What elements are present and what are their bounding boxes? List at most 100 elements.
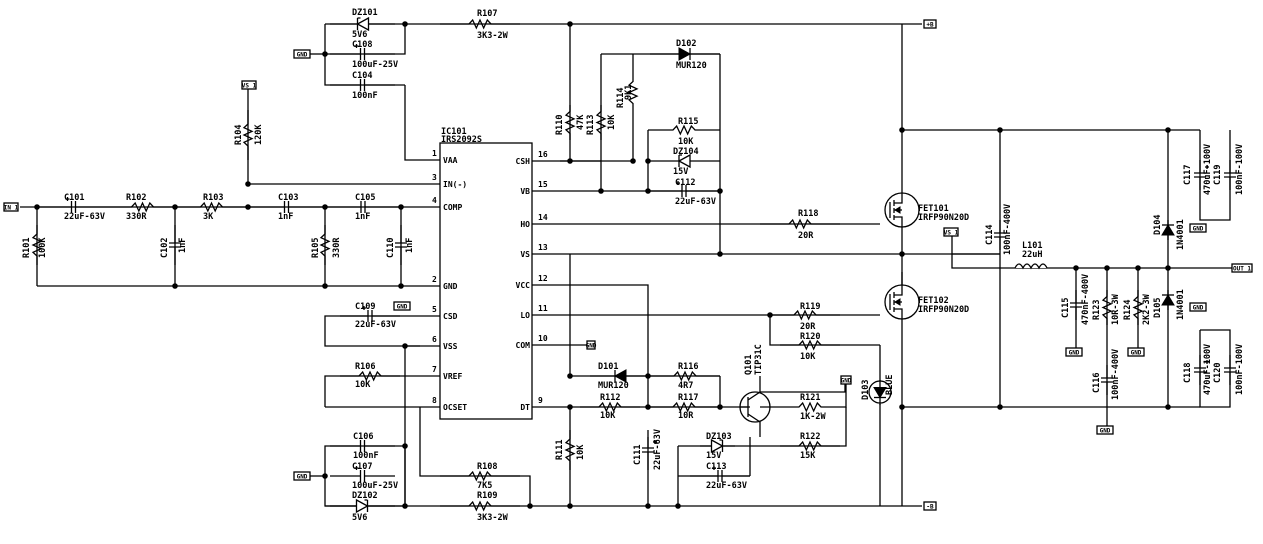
r123-ref: R123 (1092, 300, 1102, 320)
gnd-label: GND (297, 52, 308, 59)
c110 (395, 225, 407, 265)
pin-number: 13 (538, 243, 548, 252)
c103-ref: C103 (278, 193, 298, 203)
pin-number: 12 (538, 274, 548, 283)
c104 (330, 79, 395, 91)
port-com (586, 340, 596, 350)
gnd-ic (393, 301, 411, 311)
c102-ref: C102 (160, 238, 170, 258)
r123 (1101, 290, 1113, 325)
pin-number: 5 (432, 305, 437, 314)
c117-ref: C117 (1183, 165, 1193, 185)
gnd-label: GND (397, 304, 408, 311)
dz103 (710, 438, 724, 454)
r105-value: 330R (332, 237, 342, 258)
q101-value: TIP31C (754, 344, 764, 375)
vaa-wire (404, 85, 420, 161)
r118 (760, 218, 840, 230)
d104-ref: D104 (1153, 215, 1163, 235)
fet101-value: IRFP90N20D (918, 213, 969, 223)
r104 (242, 110, 254, 160)
junction-dot (1165, 127, 1171, 133)
gnd-label: GND (1100, 428, 1111, 435)
r120-ref: R120 (800, 332, 820, 342)
junction-dot (402, 343, 408, 349)
dz104 (677, 153, 691, 169)
vss-line (404, 345, 420, 506)
r120-value: 10K (800, 352, 816, 362)
r124-ref: R124 (1123, 300, 1133, 320)
c112-value: 22uF-63V (675, 197, 716, 207)
c120 (1224, 355, 1236, 385)
q101-leads (740, 376, 761, 437)
c101-value: 22uF-63V (64, 212, 105, 222)
c116-ref: C116 (1092, 373, 1102, 393)
d105 (1161, 294, 1175, 306)
junction-dot (899, 404, 905, 410)
pin-name: VB (520, 187, 530, 196)
r102 (110, 201, 175, 213)
pin-number: 11 (538, 304, 548, 313)
c117 (1194, 160, 1206, 190)
r109 (440, 500, 520, 512)
pin-name: VSS (443, 342, 458, 351)
dz104-ref: DZ104 (673, 147, 699, 157)
r124 (1132, 290, 1144, 325)
pin-name: LO (520, 311, 530, 320)
c116 (1101, 365, 1113, 395)
junction-dot (675, 503, 681, 509)
c112-ref: C112 (675, 178, 695, 188)
r115 (648, 124, 720, 136)
dz101-bar (356, 17, 361, 30)
r105 (319, 225, 331, 265)
c111-plus (653, 440, 657, 444)
pin-number: 2 (432, 275, 437, 284)
junction-dot (402, 21, 408, 27)
dz103-value: 15V (706, 451, 721, 461)
c119-ref: C119 (1213, 165, 1223, 185)
c114 (994, 220, 1006, 250)
pin-number: 16 (538, 150, 548, 159)
c113-ref: C113 (706, 462, 726, 472)
junction-dot (1165, 265, 1171, 271)
gnd-c117 (1189, 223, 1207, 233)
c108-plus (354, 44, 359, 48)
port-vs-1-b (943, 227, 959, 237)
gnd-c116 (1096, 425, 1114, 435)
r102-ref: R102 (126, 193, 146, 203)
fet102-body (889, 272, 903, 332)
gnd-label: GND (1069, 350, 1080, 357)
junction-dot (1165, 404, 1171, 410)
r113-value: 10K (607, 114, 617, 130)
r112-ref: R112 (600, 393, 620, 403)
vref-line (324, 375, 420, 407)
r114-value: 9K1 (624, 85, 634, 100)
pin-name: VAA (443, 156, 458, 165)
c120-value: 100nF-100V (1235, 344, 1245, 395)
c115 (1070, 290, 1082, 320)
r110-value: 47K (576, 114, 586, 130)
fet101-body (889, 180, 903, 240)
r119 (770, 309, 840, 321)
fet101-ref: FET101 (918, 204, 949, 214)
r108-ref: R108 (477, 462, 497, 472)
d102-value: MUR120 (676, 61, 707, 71)
pin-number: 3 (432, 173, 437, 182)
c112 (648, 185, 720, 197)
d105-value: 1N4001 (1176, 289, 1186, 320)
c108-ref: C108 (352, 40, 372, 50)
junction-dot (322, 473, 328, 479)
r123-value: 10R-3W (1111, 293, 1121, 325)
pin-name: IN(-) (443, 180, 467, 189)
c109-ref: C109 (355, 302, 375, 312)
l101-ref: L101 (1022, 241, 1042, 251)
dz101-ref: DZ101 (352, 8, 378, 18)
components (3, 16, 1253, 514)
r104-ref: R104 (234, 125, 244, 145)
pin-number: 14 (538, 213, 548, 222)
pin-name: CSD (443, 312, 458, 321)
c117-box (1199, 130, 1231, 221)
dz104-value: 15V (673, 167, 688, 177)
pin-number: 15 (538, 180, 548, 189)
port-gnd-q (840, 375, 852, 385)
